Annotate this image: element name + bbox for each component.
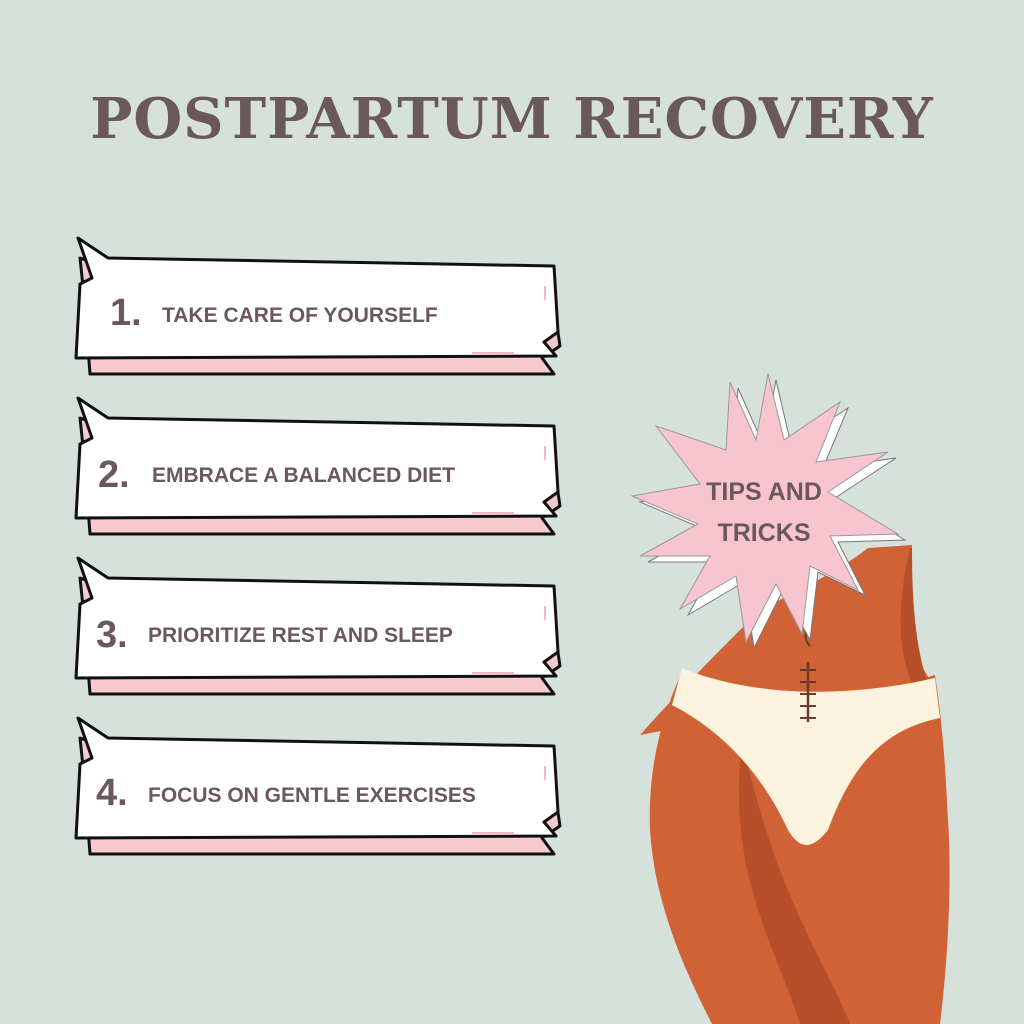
tip-text: TAKE CARE OF YOURSELF xyxy=(162,304,438,327)
tip-number: 1. xyxy=(110,292,142,334)
tip-card-4: 4. FOCUS ON GENTLE EXERCISES xyxy=(70,716,570,866)
tip-text: FOCUS ON GENTLE EXERCISES xyxy=(148,784,476,807)
card-shape xyxy=(74,716,562,856)
tip-number: 4. xyxy=(96,772,128,814)
card-shape xyxy=(74,556,562,696)
tip-number: 2. xyxy=(98,454,130,496)
thigh-shading xyxy=(738,740,850,1024)
page-title: POSTPARTUM RECOVERY xyxy=(90,86,934,152)
tips-and-tricks-label: TIPS AND TRICKS xyxy=(664,472,864,554)
card-shape xyxy=(74,396,562,536)
card-shape xyxy=(74,236,562,376)
tip-card-3: 3. PRIORITIZE REST AND SLEEP xyxy=(70,556,570,706)
tip-text: EMBRACE A BALANCED DIET xyxy=(152,464,455,487)
starburst-badge xyxy=(630,373,900,644)
tip-card-1: 1. TAKE CARE OF YOURSELF xyxy=(70,236,570,386)
badge-line-2: TRICKS xyxy=(717,519,811,547)
badge-line-1: TIPS AND xyxy=(706,478,822,506)
underwear-shape xyxy=(672,668,940,845)
postpartum-body-illustration xyxy=(630,373,1024,1024)
tip-text: PRIORITIZE REST AND SLEEP xyxy=(148,624,453,647)
tip-number: 3. xyxy=(96,614,128,656)
tip-card-2: 2. EMBRACE A BALANCED DIET xyxy=(70,396,570,546)
